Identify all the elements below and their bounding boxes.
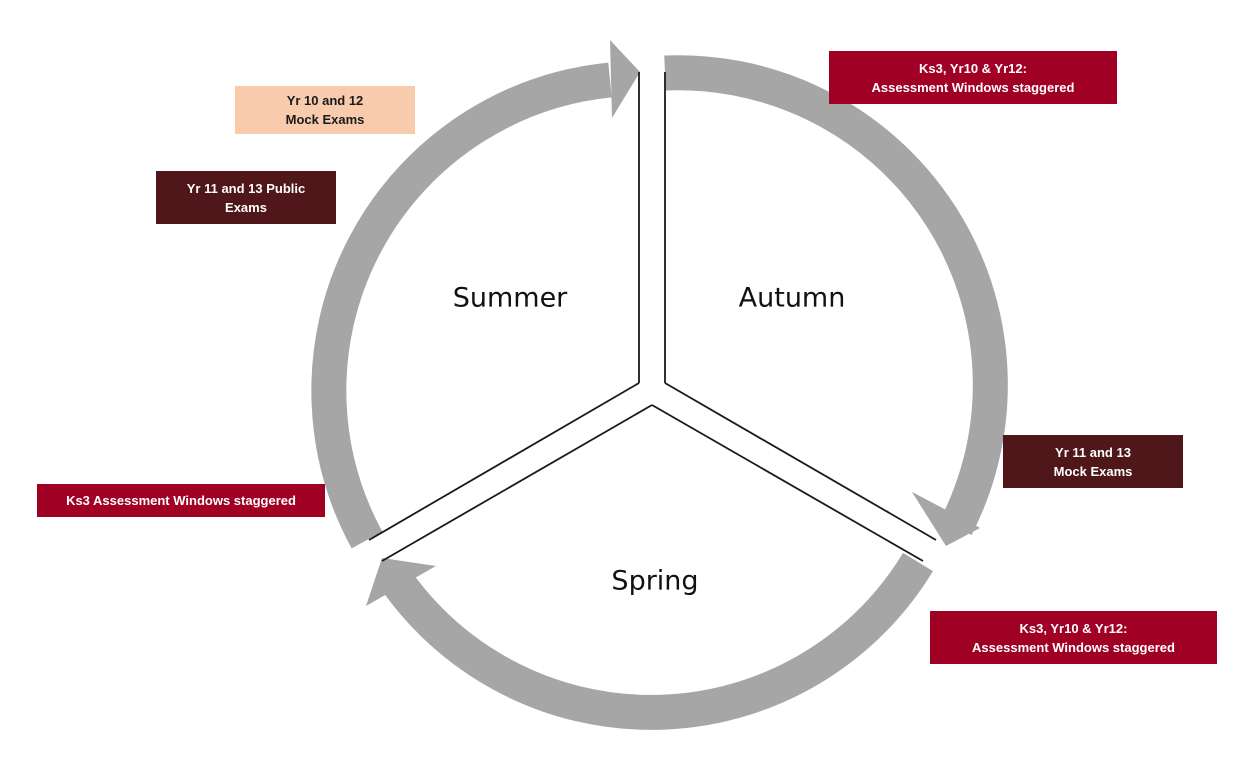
spring-end-line1: Ks3 Assessment Windows staggered [66,493,296,508]
autumn-start-line2: Assessment Windows staggered [871,79,1075,95]
summer-mock-label: Yr 10 and 12 Mock Exams [235,86,415,134]
summer-public-label: Yr 11 and 13 Public Exams [156,171,336,224]
spring-start-line2: Assessment Windows staggered [972,639,1175,655]
autumn-start-line1: Ks3, Yr10 & Yr12: [919,60,1027,76]
season-summer: Summer [452,282,568,314]
autumn-end-label: Yr 11 and 13 Mock Exams [1003,435,1183,488]
divider-lines [368,72,937,562]
spring-end-label: Ks3 Assessment Windows staggered [37,484,325,517]
summer-arc-arrow [311,40,640,549]
spring-arc-arrow [366,552,933,730]
autumn-start-label: Ks3, Yr10 & Yr12: Assessment Windows sta… [829,51,1117,104]
season-spring: Spring [611,565,699,597]
spring-start-label: Ks3, Yr10 & Yr12: Assessment Windows sta… [930,611,1217,664]
autumn-end-line1: Yr 11 and 13 [1055,444,1131,460]
autumn-end-line2: Mock Exams [1053,463,1133,479]
season-autumn: Autumn [738,282,846,314]
summer-mock-line2: Mock Exams [285,112,365,127]
summer-mock-line1: Yr 10 and 12 [286,93,364,108]
spring-start-line1: Ks3, Yr10 & Yr12: [1019,620,1128,636]
summer-public-line2: Exams [225,199,267,215]
autumn-arc-arrow [664,55,1008,546]
summer-public-line1: Yr 11 and 13 Public [186,180,306,196]
